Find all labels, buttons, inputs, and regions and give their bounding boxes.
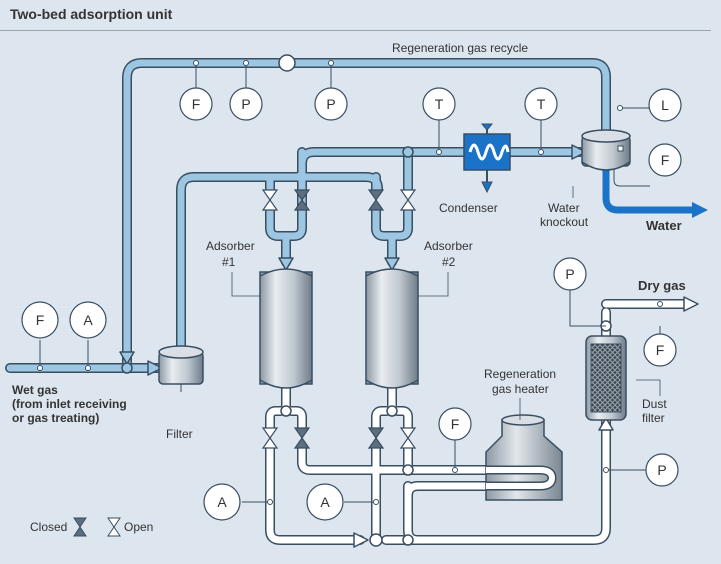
label-adsorber-1: Adsorber	[206, 239, 255, 253]
valves	[261, 189, 417, 449]
label-water-knockout-2: knockout	[540, 215, 589, 229]
label-adsorber-2: Adsorber	[424, 239, 473, 253]
legend: Closed Open	[30, 517, 153, 537]
svg-text:F: F	[661, 152, 670, 168]
svg-text:A: A	[217, 494, 227, 510]
instrument-recycle-pressure-2: P	[314, 87, 348, 121]
svg-text:P: P	[657, 462, 666, 478]
instrument-inlet-analyzer: A	[69, 301, 107, 339]
svg-text:P: P	[241, 96, 250, 112]
svg-text:T: T	[435, 96, 444, 112]
label-water: Water	[646, 218, 682, 233]
svg-text:T: T	[537, 96, 546, 112]
label-regen-heater: Regeneration	[484, 367, 556, 381]
label-adsorber-1-number: #1	[222, 255, 236, 269]
label-adsorber-2-number: #2	[442, 255, 456, 269]
svg-text:P: P	[326, 96, 335, 112]
label-filter: Filter	[166, 427, 193, 441]
svg-text:F: F	[656, 342, 665, 358]
label-dry-gas: Dry gas	[638, 278, 686, 293]
svg-text:F: F	[451, 416, 460, 432]
dust-filter-vessel	[585, 335, 627, 421]
instrument-recycle-pressure-1: P	[229, 87, 263, 121]
legend-open-label: Open	[124, 520, 153, 534]
instrument-dry-gas-flow: F	[643, 333, 677, 367]
instrument-inlet-flow: F	[21, 301, 59, 339]
svg-text:L: L	[661, 97, 669, 113]
label-water-knockout: Water	[548, 201, 580, 215]
instrument-water-flow: F	[648, 143, 682, 177]
instrument-knockout-level: L	[648, 88, 682, 122]
svg-text:A: A	[83, 312, 93, 328]
instrument-dry-gas-pressure: P	[553, 257, 587, 291]
svg-text:P: P	[565, 266, 574, 282]
label-wet-gas-2: (from inlet receiving	[12, 397, 127, 411]
water-knockout-drum	[581, 129, 631, 171]
adsorber-2-vessel	[365, 268, 419, 389]
inlet-filter	[158, 345, 204, 385]
instrument-bed-outlet-pressure: P	[645, 453, 679, 487]
title-rule	[0, 30, 711, 31]
label-condenser: Condenser	[439, 201, 498, 215]
water-outlet-pipe	[602, 170, 708, 218]
label-wet-gas: Wet gas	[12, 383, 58, 397]
label-regen-heater-2: gas heater	[492, 382, 549, 396]
blue-piping	[5, 58, 611, 376]
instrument-analyzer-2: A	[306, 483, 344, 521]
instrument-heater-flow: F	[438, 407, 472, 441]
legend-closed-label: Closed	[30, 520, 67, 534]
instrument-condenser-in-temp: T	[422, 87, 456, 121]
instrument-recycle-flow: F	[179, 87, 213, 121]
recycle-compressor	[278, 54, 296, 72]
svg-text:F: F	[36, 312, 45, 328]
instrument-analyzer-1: A	[203, 483, 241, 521]
white-piping	[265, 296, 699, 548]
regeneration-gas-heater	[485, 414, 563, 501]
condenser-exchanger	[463, 123, 511, 194]
label-dust-filter: Dust	[642, 397, 667, 411]
instrument-condenser-out-temp: T	[524, 87, 558, 121]
diagram-title: Two-bed adsorption unit	[10, 6, 173, 22]
label-regen-recycle: Regeneration gas recycle	[392, 41, 528, 55]
svg-text:F: F	[192, 96, 201, 112]
legend-open-valve-icon	[107, 517, 121, 537]
label-wet-gas-3: or gas treating)	[12, 411, 99, 425]
legend-closed-valve-icon	[73, 517, 87, 537]
adsorber-1-vessel	[259, 268, 313, 389]
svg-text:A: A	[320, 494, 330, 510]
label-dust-filter-2: filter	[642, 411, 665, 425]
